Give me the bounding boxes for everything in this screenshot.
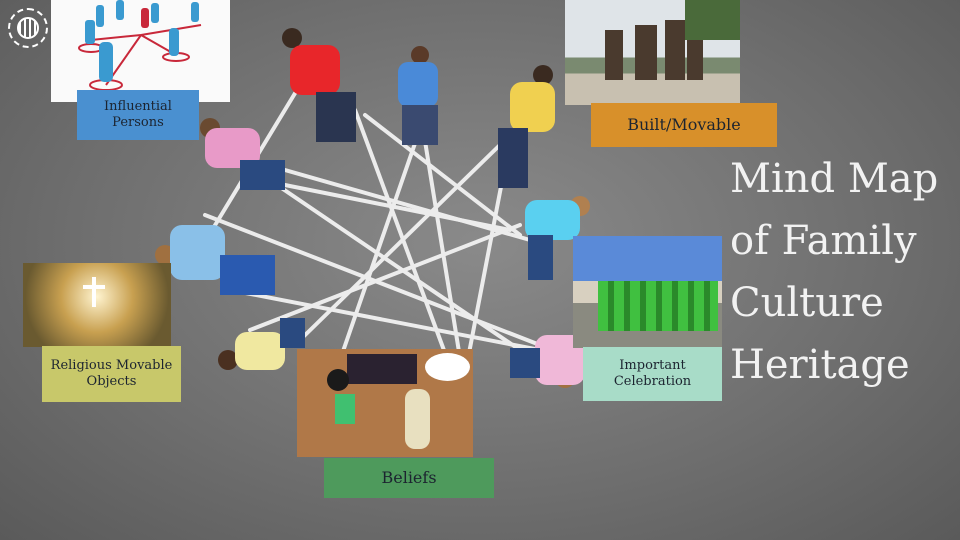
node-label: Religious Movable [50, 357, 173, 373]
node-label: Objects [86, 374, 137, 389]
people [155, 28, 590, 388]
religious-objects-image [23, 263, 171, 347]
title-line: Culture [730, 280, 884, 326]
built-movable-node[interactable]: Built/Movable [591, 103, 777, 147]
beliefs-node[interactable]: Beliefs [324, 458, 494, 498]
node-label: Important [619, 357, 686, 373]
title-line: Heritage [730, 342, 910, 388]
node-label: Built/Movable [627, 115, 741, 134]
influential-persons-image [51, 0, 230, 102]
title-line: of Family [730, 218, 917, 264]
node-label: Beliefs [381, 468, 437, 487]
beliefs-image [297, 349, 473, 457]
title-line: Mind Map [730, 156, 939, 202]
prezi-logo-icon[interactable] [8, 8, 48, 48]
important-celebration-image [573, 236, 722, 348]
page-title: Mind Map of Family Culture Heritage [730, 148, 938, 396]
node-label: Celebration [613, 374, 692, 389]
node-label: Influential [104, 98, 172, 114]
built-movable-image [565, 0, 740, 105]
node-label: Persons [112, 115, 164, 130]
